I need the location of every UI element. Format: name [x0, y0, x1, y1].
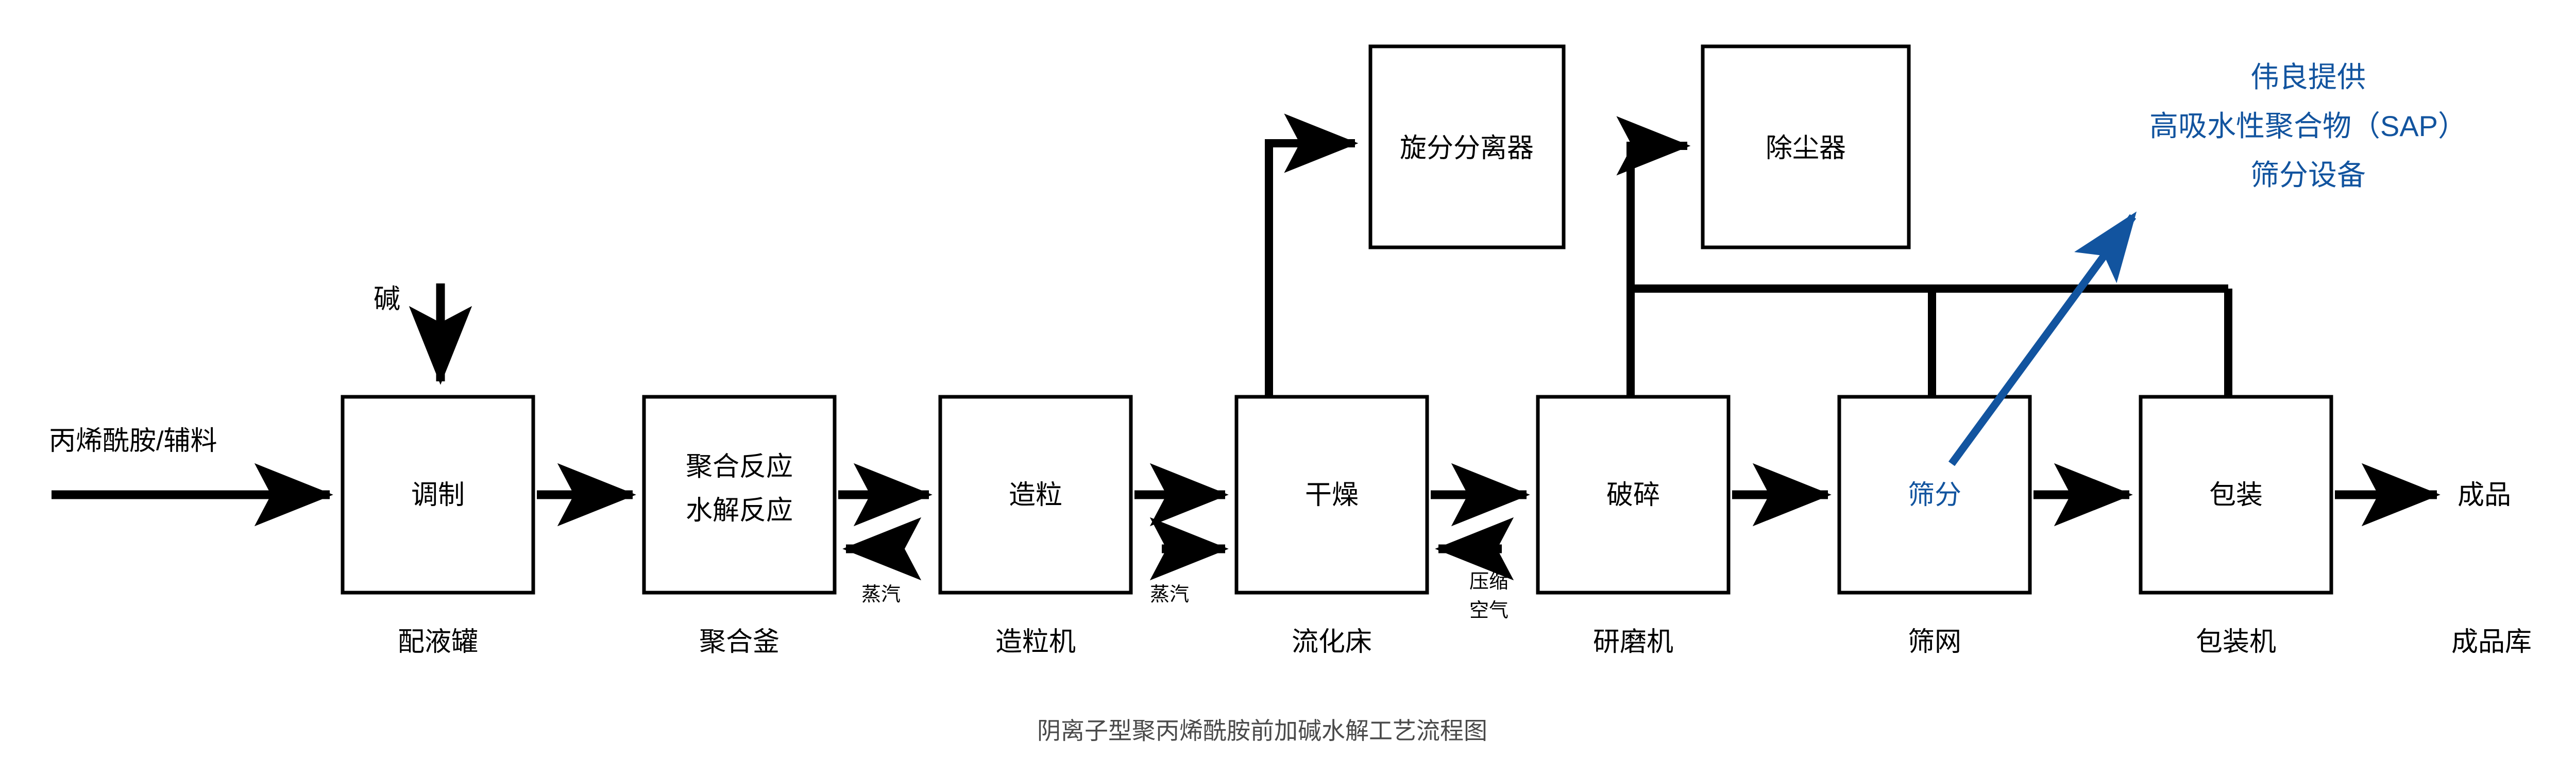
unit-process-label-yanmoji: 破碎 [1606, 480, 1660, 510]
vendor-annotation-line-1: 伟良提供 [2250, 61, 2366, 93]
stream-label-steam-to-dryer: 蒸汽 [1149, 584, 1190, 606]
unit-process-label-baozhuangji: 包装 [2209, 480, 2263, 510]
unit-equipment-label-peiyeguan: 配液罐 [397, 627, 479, 657]
vendor-annotation-line-3: 筛分设备 [2250, 159, 2366, 191]
unit-process-label-cyclone: 旋分分离器 [1399, 133, 1534, 163]
unit-equipment-label-zaolijii: 造粒机 [995, 627, 1076, 657]
feed-stream-label: 丙烯酰胺/辅料 [49, 426, 217, 456]
product-store-label: 成品库 [2451, 627, 2532, 657]
connector-liuhuachuang-to-cyclone [1265, 113, 1359, 397]
unit-equipment-label-liuhuachuang: 流化床 [1291, 627, 1372, 657]
unit-process-label-zaolijii: 造粒 [1008, 480, 1063, 510]
stream-label-compressed-air-1: 压缩 [1469, 571, 1509, 593]
unit-process-label-dustfilter: 除尘器 [1765, 133, 1846, 163]
unit-box-juhefu[interactable] [642, 395, 837, 595]
unit-box-dustfilter[interactable] [1701, 44, 1911, 249]
stream-label-steam-to-reactor: 蒸汽 [861, 584, 901, 606]
unit-process-label-juhefu-1: 聚合反应 [685, 452, 793, 482]
unit-equipment-label-shaiwang: 筛网 [1907, 627, 1962, 657]
stream-label-compressed-air-2: 空气 [1469, 600, 1509, 621]
unit-box-zaolijii[interactable] [938, 395, 1133, 595]
figure-title: 阴离子型聚丙烯酰胺前加碱水解工艺流程图 [1037, 717, 1487, 744]
unit-box-cyclone[interactable] [1368, 44, 1566, 249]
annotation-pointer-arrow [1948, 211, 2137, 466]
vendor-annotation: 伟良提供 高吸水性聚合物（SAP） 筛分设备 [2143, 54, 2473, 194]
unit-box-liuhuachuang[interactable] [1234, 395, 1429, 595]
alkali-stream-label: 碱 [374, 284, 401, 314]
unit-equipment-label-juhefu: 聚合釜 [699, 627, 780, 657]
unit-process-label-juhefu-2: 水解反应 [685, 496, 793, 526]
unit-equipment-label-yanmoji: 研磨机 [1592, 627, 1674, 657]
unit-process-label-peiyeguan: 调制 [411, 480, 465, 510]
connector-yanmoji-to-dustfilter [1616, 116, 1691, 397]
unit-box-peiyeguan[interactable] [341, 395, 535, 595]
unit-box-baozhuangji[interactable] [2139, 395, 2333, 595]
unit-process-label-liuhuachuang: 干燥 [1304, 480, 1359, 510]
vendor-annotation-line-2: 高吸水性聚合物（SAP） [2149, 110, 2467, 142]
product-stream-label: 成品 [2458, 480, 2512, 510]
unit-equipment-label-baozhuangji: 包装机 [2195, 627, 2277, 657]
unit-process-label-shaiwang: 筛分 [1907, 480, 1962, 510]
